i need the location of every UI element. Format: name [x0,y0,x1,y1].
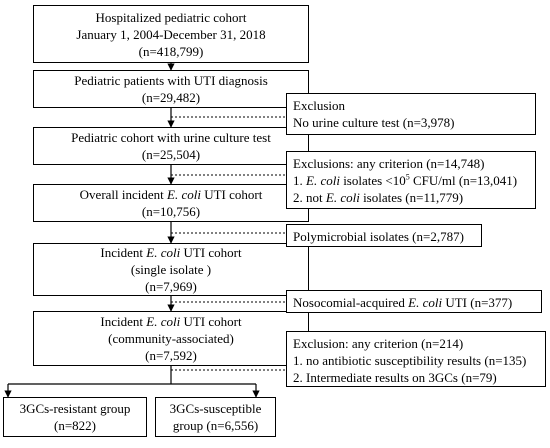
box-text: Polymicrobial isolates (n=2,787) [293,229,464,244]
cohort-box-overall-ecoli: Overall incident E. coli UTI cohort (n=1… [33,184,309,222]
exclusion-box-nosocomial: Nosocomial-acquired E. coli UTI (n=377) [286,290,542,313]
box-text: Exclusion: any criterion (n=214) [293,336,464,351]
box-text: (n=7,969) [145,279,197,294]
box-text: (single isolate ) [130,262,212,277]
box-text: (n=822) [54,418,96,433]
box-text: (n=25,504) [141,147,201,162]
box-text: (community-associated) [108,331,234,346]
box-text: group (n=6,556) [172,418,259,433]
box-text: Exclusion [293,98,345,113]
box-text: 3GCs-resistant group [19,401,131,416]
box-text: Incident E. coli UTI cohort [100,245,242,260]
group-box-susceptible: 3GCs-susceptible group (n=6,556) [155,397,276,437]
box-text: Pediatric patients with UTI diagnosis [74,73,268,88]
box-text: (n=29,482) [141,90,201,105]
box-text: 1. no antibiotic susceptibility results … [293,353,527,368]
box-text: January 1, 2004-December 31, 2018 [76,26,266,42]
box-text: 3GCs-susceptible [169,401,262,416]
box-text: 2. Intermediate results on 3GCs (n=79) [293,370,497,385]
cohort-box-hospitalized: Hospitalized pediatric cohort January 1,… [33,5,309,63]
box-text: Incident E. coli UTI cohort [100,314,242,329]
cohort-box-uti-diagnosis: Pediatric patients with UTI diagnosis (n… [33,70,309,108]
cohort-box-urine-culture: Pediatric cohort with urine culture test… [33,127,309,165]
box-text: No urine culture test (n=3,978) [293,115,455,130]
cohort-box-single-isolate: Incident E. coli UTI cohort (single isol… [33,243,309,296]
exclusion-box-susceptibility: Exclusion: any criterion (n=214) 1. no a… [286,331,546,387]
exclusion-box-polymicrobial: Polymicrobial isolates (n=2,787) [286,224,482,247]
box-text: (n=7,592) [145,348,197,363]
group-box-resistant: 3GCs-resistant group (n=822) [3,397,147,437]
box-text: Nosocomial-acquired E. coli UTI (n=377) [293,295,513,310]
box-text: (n=10,756) [141,204,201,219]
box-text: (n=418,799) [138,43,204,59]
box-text: Pediatric cohort with urine culture test [71,130,271,145]
box-text: Overall incident E. coli UTI cohort [79,187,263,202]
box-text: Hospitalized pediatric cohort [95,9,247,25]
box-text: 2. not E. coli isolates (n=11,779) [293,190,464,205]
exclusion-box-no-culture: Exclusion No urine culture test (n=3,978… [286,93,536,135]
exclusion-box-culture-criteria: Exclusions: any criterion (n=14,748) 1. … [286,151,536,209]
cohort-box-community: Incident E. coli UTI cohort (community-a… [33,311,309,366]
box-text: 1. E. coli isolates <105 CFU/ml (n=13,04… [293,172,518,188]
box-text: Exclusions: any criterion (n=14,748) [293,156,485,171]
